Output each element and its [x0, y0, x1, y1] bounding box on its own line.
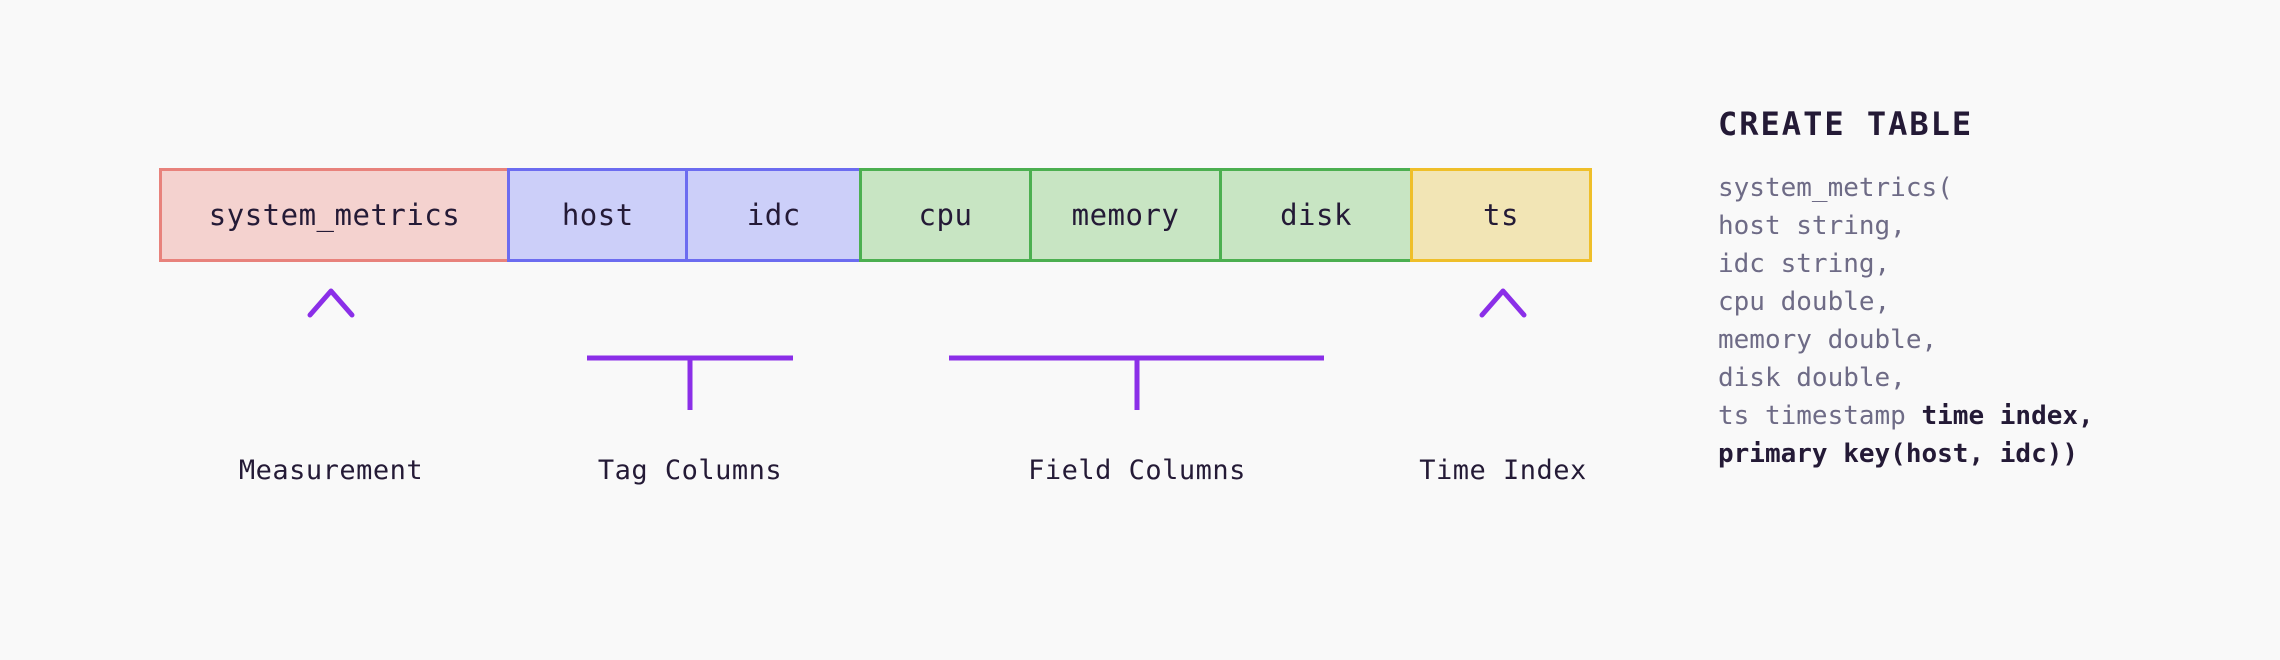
create-table-title: CREATE TABLE [1718, 105, 1974, 143]
create-table-panel: CREATE TABLE system_metrics(host string,… [1718, 105, 2238, 473]
column-cell-idc[interactable]: idc [685, 171, 859, 259]
column-cell-system-metrics[interactable]: system_metrics [162, 171, 507, 259]
column-cell-cpu[interactable]: cpu [862, 171, 1029, 259]
create-table-line: memory double, [1718, 325, 1938, 355]
column-cell-ts[interactable]: ts [1413, 171, 1589, 259]
column-cell-memory[interactable]: memory [1029, 171, 1219, 259]
create-table-line: cpu double, [1718, 287, 1891, 317]
create-table-line: disk double, [1718, 363, 1906, 393]
create-table-line: idc string, [1718, 249, 1891, 279]
create-table-line: ts timestamp time index, [1718, 401, 2094, 431]
create-table-line: system_metrics( [1718, 173, 1953, 203]
column-cell-host[interactable]: host [510, 171, 686, 259]
create-table-line: primary key(host, idc)) [1718, 435, 2238, 473]
column-group-time: ts [1410, 168, 1592, 262]
group-label-field: Field Columns [1028, 455, 1246, 486]
connector-bracket-field [948, 300, 1325, 410]
connector-arrow-time [1479, 288, 1527, 400]
create-table-keyword: time index, [1921, 401, 2094, 431]
create-table-keyword: primary key(host, idc)) [1718, 439, 2079, 469]
column-cell-disk[interactable]: disk [1219, 171, 1410, 259]
column-group-field: cpu memory disk [859, 168, 1413, 262]
group-label-tag: Tag Columns [597, 455, 783, 486]
column-group-tag: host idc [507, 168, 862, 262]
connector-arrow-measurement [307, 288, 355, 400]
column-group-measurement: system_metrics [159, 168, 510, 262]
create-table-statement: system_metrics(host string, idc string, cp… [1718, 169, 2238, 473]
create-table-line: host string, [1718, 211, 1906, 241]
schema-row: system_metrics host idc cpu memory disk … [159, 168, 1592, 262]
group-label-measurement: Measurement [238, 455, 424, 486]
group-label-time: Time Index [1419, 455, 1587, 486]
connector-bracket-tag [586, 300, 794, 410]
